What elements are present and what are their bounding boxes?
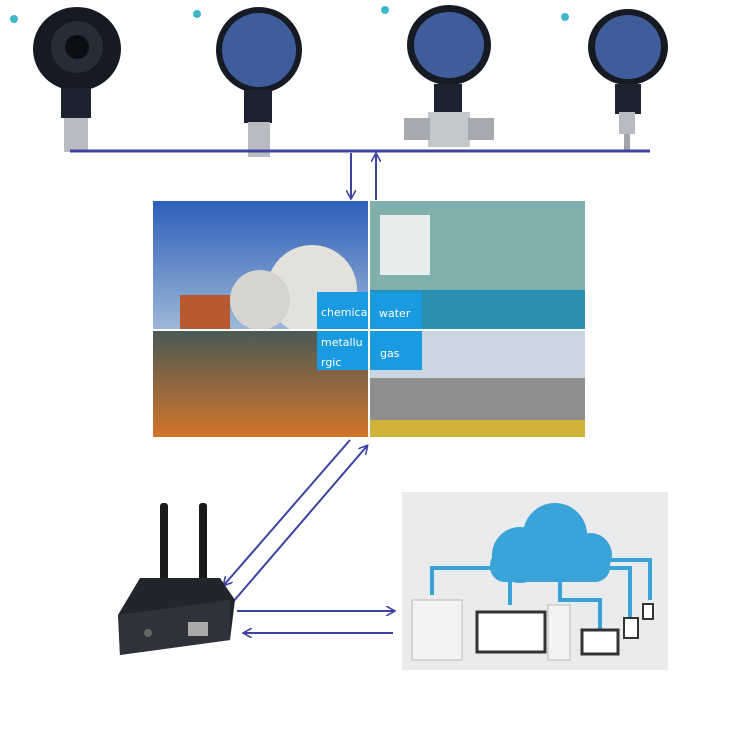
arrow-to-router <box>224 439 351 585</box>
label-water: water <box>379 307 411 320</box>
label-gas: gas <box>380 347 400 360</box>
label-metallurgic-1: metallu <box>321 336 363 349</box>
arrow-from-router <box>231 446 367 604</box>
logo-icons <box>10 6 569 23</box>
router <box>118 503 235 655</box>
sensor-1 <box>33 7 121 152</box>
sensor-3 <box>404 5 494 147</box>
label-chemical: chemical <box>321 306 371 319</box>
sensor-2 <box>216 7 302 157</box>
sensor-4 <box>588 9 668 152</box>
cloud-panel <box>402 492 668 670</box>
label-metallurgic-2: rgic <box>321 356 342 369</box>
industry-collage <box>153 201 585 437</box>
